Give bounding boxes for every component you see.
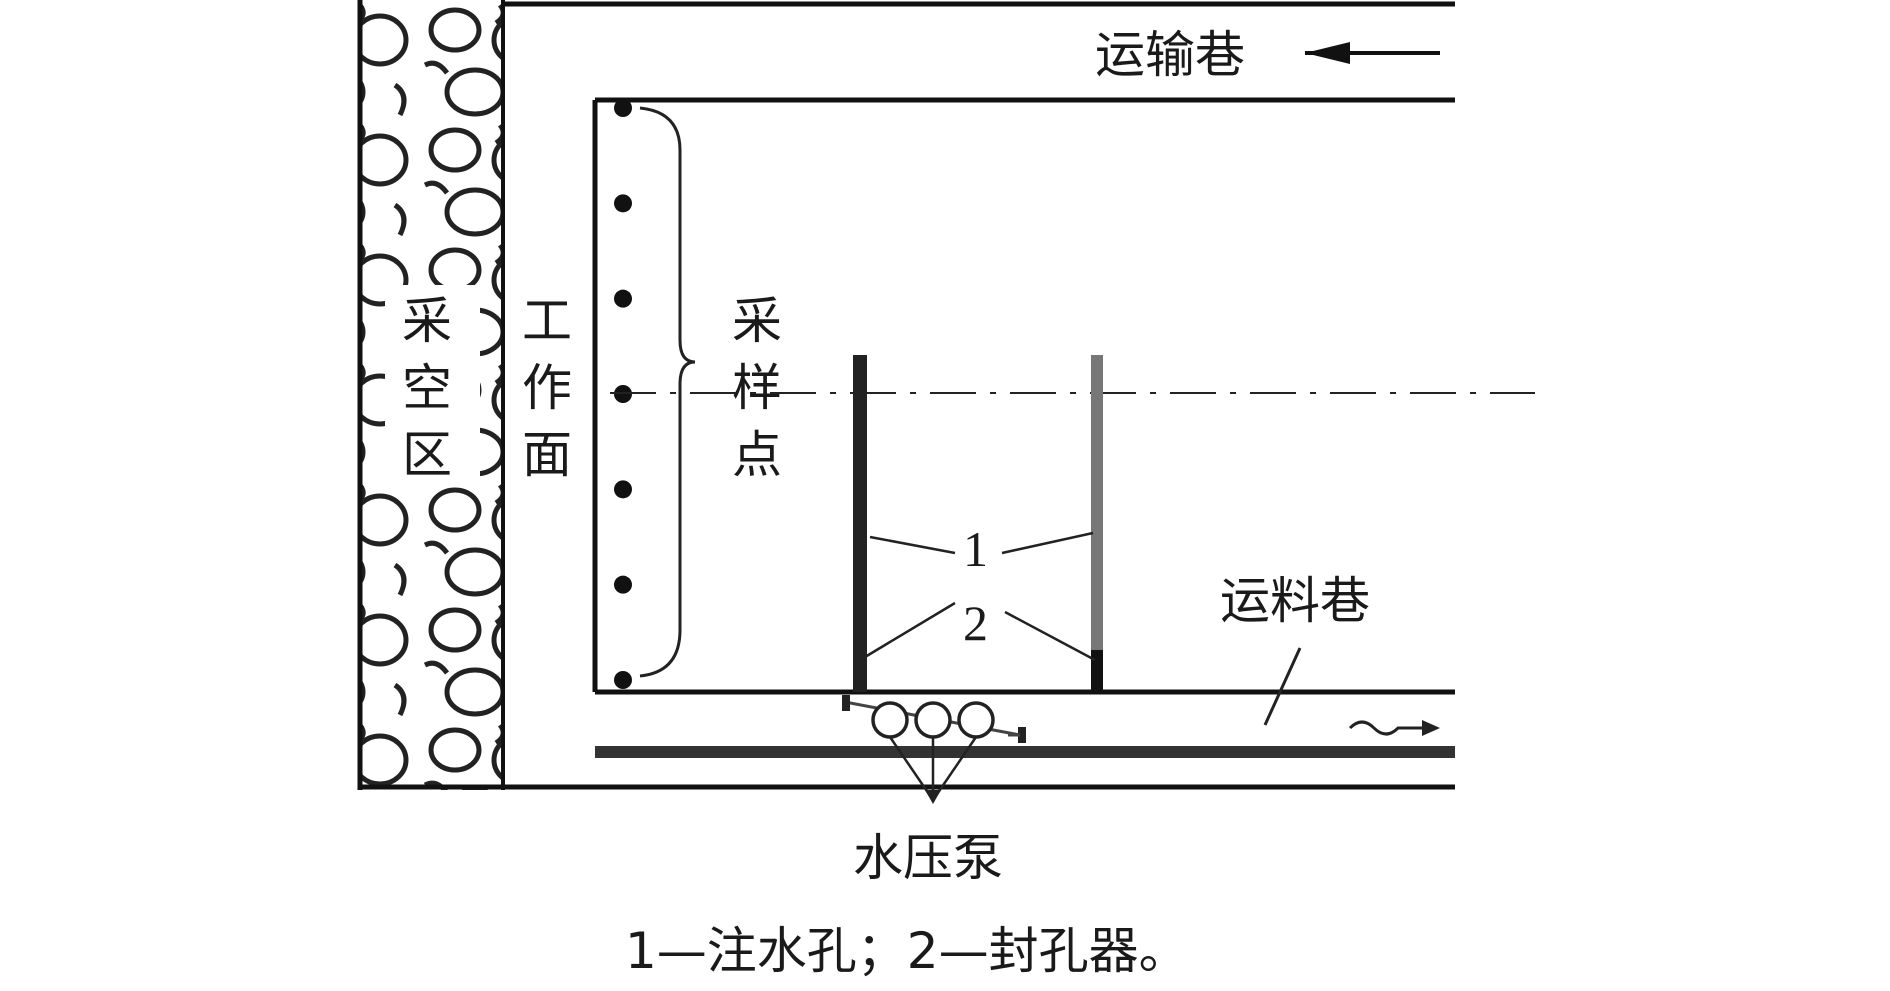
water-pump-leaders [888,736,978,804]
sampling-point [614,575,632,594]
goaf-area [357,0,505,790]
transport-roadway-label: 运输巷 [1095,26,1245,84]
svg-text:区: 区 [402,426,452,484]
svg-text:空: 空 [402,359,452,417]
sampling-point [614,289,632,308]
sampling-point [614,480,632,499]
goaf-label: 采 空 区 [402,292,452,484]
marker-1-leader-left [869,535,956,555]
sampling-point [614,671,632,689]
water-pump-label: 水压泵 [853,829,1003,887]
svg-text:工: 工 [522,292,572,350]
marker-1-leader-right [1001,531,1094,555]
sampling-point [614,194,632,213]
material-roadway-label: 运料巷 [1220,572,1370,630]
sampling-point [614,99,632,117]
svg-text:作: 作 [522,359,572,417]
injection-hole-right [1091,355,1103,692]
svg-text:样: 样 [732,359,782,417]
marker-2: 2 [963,595,988,651]
svg-text:面: 面 [522,426,572,484]
flow-direction-arrow-icon [1348,720,1440,736]
material-roadway-leader [1263,647,1302,726]
svg-text:采: 采 [402,292,452,350]
water-pumps [842,695,1026,743]
marker-1: 1 [963,521,988,577]
water-pump-2 [914,701,952,739]
svg-text:采: 采 [732,292,782,350]
svg-text:点: 点 [732,426,782,484]
sampling-points-brace [639,106,696,678]
airflow-arrow-left-icon [1305,42,1440,64]
legend-caption: 1—注水孔；2—封孔器。 [625,922,1189,980]
water-pump-3 [957,701,995,739]
hole-sealer-right [1091,650,1103,692]
working-face-label: 工 作 面 [522,292,572,484]
sampling-points-label: 采 样 点 [732,292,782,484]
injection-hole-left [853,355,867,692]
water-pump-1 [871,701,909,739]
marker-2-leader-right [1004,610,1096,662]
marker-2-leader-left [864,601,956,659]
